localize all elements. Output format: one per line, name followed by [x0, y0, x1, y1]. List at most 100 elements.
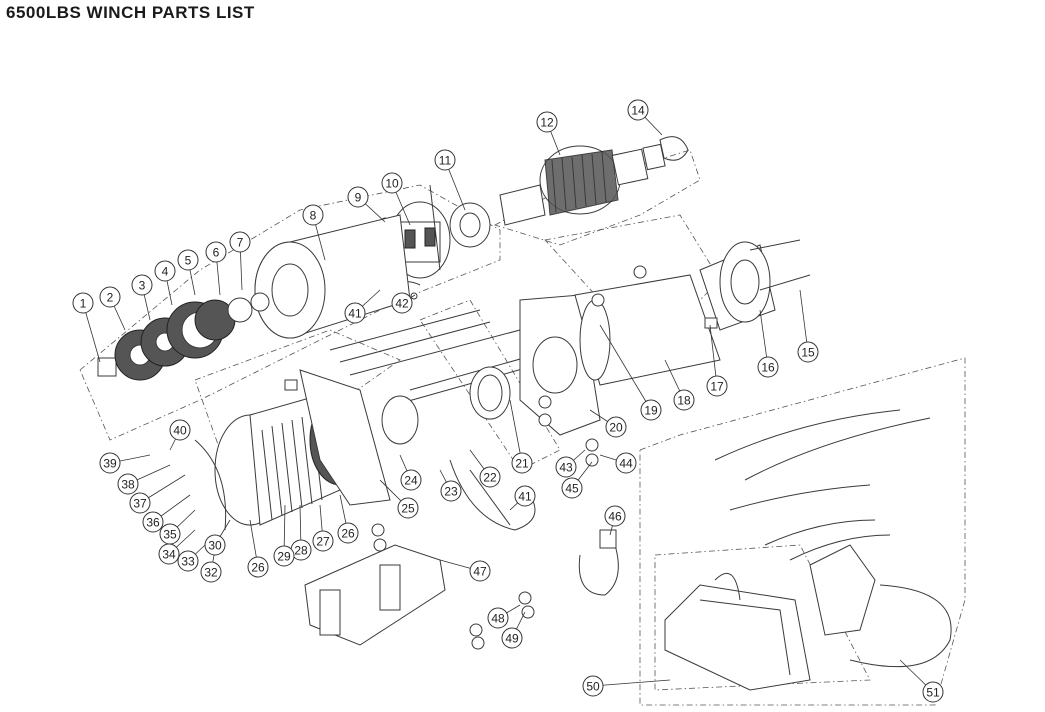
callout-circle — [337, 522, 359, 544]
callout-circle — [514, 485, 536, 507]
part-callout-9: 9 — [347, 186, 369, 208]
part-callout-35: 35 — [159, 523, 181, 545]
callout-number: 19 — [644, 404, 658, 418]
callout-circle — [604, 505, 626, 527]
part-callout-6: 6 — [205, 241, 227, 263]
callout-circle — [434, 149, 456, 171]
callout-number: 29 — [277, 550, 291, 564]
part-callout-26: 26 — [247, 556, 269, 578]
part-callout-37: 37 — [129, 492, 151, 514]
part-callout-2: 2 — [99, 286, 121, 308]
callout-number: 8 — [310, 209, 317, 223]
callout-circle — [640, 399, 662, 421]
part-callout-20: 20 — [605, 416, 627, 438]
callout-number: 28 — [294, 544, 308, 558]
callout-number: 26 — [341, 527, 355, 541]
callout-circle — [381, 172, 403, 194]
callout-number: 6 — [213, 246, 220, 260]
callout-number: 11 — [439, 154, 452, 168]
part-callout-24: 24 — [400, 469, 422, 491]
control-box-drawing — [664, 409, 952, 691]
callout-circle — [615, 452, 637, 474]
part-callout-17: 17 — [706, 375, 728, 397]
callout-number: 3 — [139, 279, 146, 293]
callout-circle — [706, 375, 728, 397]
part-callout-23: 23 — [440, 480, 462, 502]
callout-circle — [469, 560, 491, 582]
callout-circle — [99, 452, 121, 474]
callout-circle — [555, 456, 577, 478]
part-callout-18: 18 — [673, 389, 695, 411]
callout-number: 40 — [173, 424, 187, 438]
callout-circle — [312, 530, 334, 552]
callout-circle — [347, 186, 369, 208]
part-callout-45: 45 — [561, 477, 583, 499]
part-callout-44: 44 — [615, 452, 637, 474]
brush-plate-drawing — [379, 184, 491, 300]
callout-circle — [440, 480, 462, 502]
part-callout-33: 33 — [177, 550, 199, 572]
part-callout-34: 34 — [158, 543, 180, 565]
callout-number: 2 — [107, 291, 114, 305]
callout-number: 18 — [677, 394, 691, 408]
callout-circle — [129, 492, 151, 514]
motor-assembly-drawing — [574, 239, 811, 386]
callout-number: 17 — [710, 380, 724, 394]
callout-number: 5 — [185, 254, 192, 268]
callout-number: 25 — [401, 502, 415, 516]
callout-number: 38 — [121, 478, 135, 492]
callout-circle — [344, 302, 366, 324]
part-callout-14: 14 — [627, 99, 649, 121]
callout-circle — [99, 286, 121, 308]
callout-number: 7 — [237, 236, 244, 250]
part-callout-15: 15 — [797, 341, 819, 363]
part-callout-38: 38 — [117, 473, 139, 495]
part-callout-40: 40 — [169, 419, 191, 441]
callout-number: 41 — [348, 307, 362, 321]
part-callout-30: 30 — [204, 534, 226, 556]
part-callout-49: 49 — [501, 627, 523, 649]
part-callout-50: 50 — [582, 675, 604, 697]
part-callout-11: 11 — [434, 149, 456, 171]
callout-circle — [177, 249, 199, 271]
callout-circle — [605, 416, 627, 438]
callout-circle — [229, 231, 251, 253]
callout-number: 44 — [619, 457, 633, 471]
part-callout-32: 32 — [200, 561, 222, 583]
part-callout-26: 26 — [337, 522, 359, 544]
callout-number: 33 — [181, 555, 195, 569]
callout-number: 22 — [483, 471, 497, 485]
callout-circle — [479, 466, 501, 488]
page-title: 6500LBS WINCH PARTS LIST — [6, 3, 255, 22]
part-callout-36: 36 — [142, 511, 164, 533]
part-callout-19: 19 — [640, 399, 662, 421]
callout-circle — [561, 477, 583, 499]
callout-circle — [177, 550, 199, 572]
part-callout-4: 4 — [154, 260, 176, 282]
callout-number: 46 — [608, 510, 622, 524]
callout-number: 49 — [505, 632, 519, 646]
callout-number: 43 — [559, 461, 573, 475]
callout-number: 32 — [204, 566, 218, 580]
part-callout-46: 46 — [604, 505, 626, 527]
part-callout-7: 7 — [229, 231, 251, 253]
callout-number: 30 — [208, 539, 222, 553]
part-callout-8: 8 — [302, 204, 324, 226]
leader-line-21 — [509, 399, 523, 464]
callout-circle — [154, 260, 176, 282]
callout-circle — [922, 681, 944, 703]
callout-circle — [397, 497, 419, 519]
armature-drawing — [499, 136, 689, 226]
callout-number: 37 — [133, 497, 147, 511]
callout-number: 26 — [251, 561, 265, 575]
motor-housing-drawing — [254, 214, 411, 339]
callout-circle — [117, 473, 139, 495]
callout-circle — [131, 274, 153, 296]
callout-number: 41 — [518, 490, 532, 504]
gear-train-drawing — [97, 292, 270, 381]
part-callout-47: 47 — [469, 560, 491, 582]
part-callout-42: 42 — [391, 292, 413, 314]
callout-number: 36 — [146, 516, 160, 530]
callout-circle — [169, 419, 191, 441]
